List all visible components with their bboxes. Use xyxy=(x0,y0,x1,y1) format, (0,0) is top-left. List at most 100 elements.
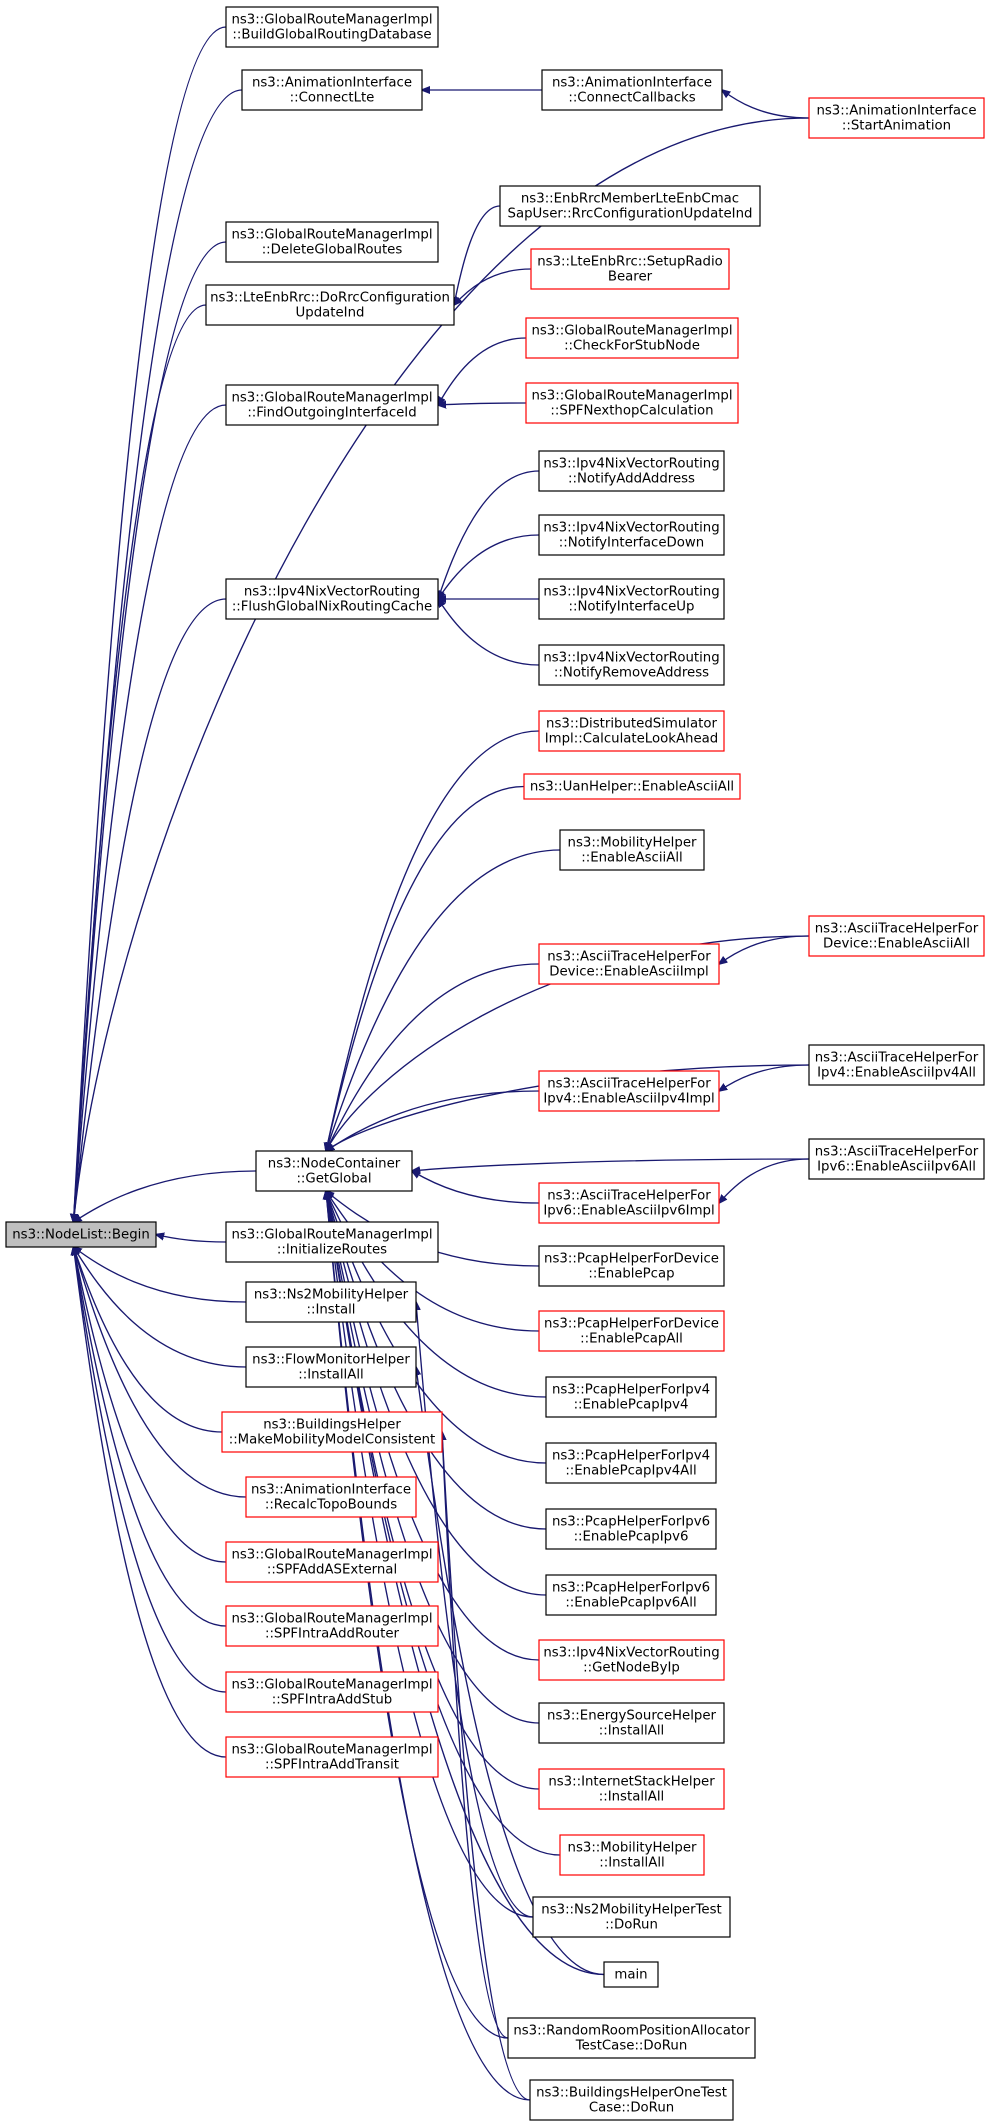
function-node[interactable]: ns3::EnergySourceHelper::InstallAll xyxy=(538,1702,725,1744)
function-node[interactable]: ns3::InternetStackHelper::InstallAll xyxy=(538,1768,725,1810)
function-node[interactable]: ns3::LteEnbRrc::DoRrcConfigurationUpdate… xyxy=(205,284,455,326)
node-box xyxy=(538,450,725,492)
call-edge xyxy=(74,1247,247,1303)
function-node[interactable]: ns3::AnimationInterface::ConnectLte xyxy=(241,69,423,111)
call-edge xyxy=(326,1090,540,1151)
call-edge xyxy=(74,1247,227,1627)
call-edge xyxy=(438,534,540,599)
node-label: Ipv4::EnableAsciiIpv4Impl xyxy=(543,1092,714,1107)
function-node[interactable]: ns3::AsciiTraceHelperForIpv4::EnableAsci… xyxy=(808,1044,985,1086)
function-node[interactable]: ns3::AsciiTraceHelperForDevice::EnableAs… xyxy=(808,915,985,957)
node-label: ns3::FlowMonitorHelper xyxy=(252,1353,410,1368)
function-node[interactable]: ns3::GlobalRouteManagerImpl::SPFIntraAdd… xyxy=(225,1605,439,1647)
node-label: ::DeleteGlobalRoutes xyxy=(262,243,403,258)
function-node[interactable]: ns3::GlobalRouteManagerImpl::CheckForStu… xyxy=(525,317,739,359)
function-node[interactable]: ns3::Ipv4NixVectorRouting::NotifyRemoveA… xyxy=(538,644,725,686)
function-node[interactable]: ns3::Ipv4NixVectorRouting::NotifyAddAddr… xyxy=(538,450,725,492)
call-edge xyxy=(326,1064,810,1151)
function-node[interactable]: ns3::PcapHelperForIpv4::EnablePcapIpv4 xyxy=(545,1376,717,1418)
node-label: ns3::AnimationInterface xyxy=(252,76,412,91)
node-label: ns3::RandomRoomPositionAllocator xyxy=(513,2024,750,2039)
function-node[interactable]: ns3::AsciiTraceHelperForIpv6::EnableAsci… xyxy=(538,1182,720,1224)
function-node[interactable]: ns3::UanHelper::EnableAsciiAll xyxy=(523,773,741,800)
node-label: ns3::GlobalRouteManagerImpl xyxy=(231,228,432,243)
node-label: ns3::GlobalRouteManagerImpl xyxy=(231,13,432,28)
node-label: ns3::GlobalRouteManagerImpl xyxy=(531,324,732,339)
node-label: ::EnableAsciiAll xyxy=(581,851,682,866)
node-label: ::Install xyxy=(307,1303,356,1318)
function-node[interactable]: ns3::AsciiTraceHelperForDevice::EnableAs… xyxy=(538,943,720,985)
call-edge xyxy=(156,1235,227,1243)
call-edge xyxy=(326,963,540,1151)
node-label: ns3::PcapHelperForIpv4 xyxy=(552,1449,710,1464)
node-label: ::ConnectLte xyxy=(290,91,375,106)
function-node[interactable]: ns3::EnbRrcMemberLteEnbCmacSapUser::RrcC… xyxy=(499,185,761,227)
node-label: ns3::NodeList::Begin xyxy=(12,1228,150,1243)
function-node[interactable]: ns3::GlobalRouteManagerImpl::DeleteGloba… xyxy=(225,221,439,263)
node-label: ns3::Ns2MobilityHelper xyxy=(254,1288,409,1303)
node-label: ns3::BuildingsHelper xyxy=(263,1418,401,1433)
node-box xyxy=(538,1702,725,1744)
function-node[interactable]: ns3::NodeContainer::GetGlobal xyxy=(255,1150,413,1192)
function-node[interactable]: ns3::GlobalRouteManagerImpl::SPFNexthopC… xyxy=(525,382,739,424)
function-node[interactable]: ns3::PcapHelperForDevice::EnablePcap xyxy=(538,1245,725,1287)
function-node[interactable]: ns3::PcapHelperForDevice::EnablePcapAll xyxy=(538,1310,725,1352)
function-node[interactable]: ns3::GlobalRouteManagerImpl::InitializeR… xyxy=(225,1221,439,1263)
node-label: ns3::GlobalRouteManagerImpl xyxy=(231,1678,432,1693)
node-box xyxy=(532,1896,731,1938)
function-node[interactable]: ns3::PcapHelperForIpv4::EnablePcapIpv4Al… xyxy=(545,1442,717,1484)
node-box xyxy=(225,578,439,620)
node-box xyxy=(538,514,725,556)
function-node[interactable]: ns3::AnimationInterface::StartAnimation xyxy=(808,97,985,139)
node-label: ns3::MobilityHelper xyxy=(568,1841,697,1856)
node-label: ::EnablePcapIpv4 xyxy=(574,1398,689,1413)
function-node[interactable]: ns3::RandomRoomPositionAllocatorTestCase… xyxy=(507,2017,756,2059)
function-node[interactable]: ns3::AnimationInterface::ConnectCallback… xyxy=(541,69,723,111)
call-edge xyxy=(74,1247,247,1498)
node-box xyxy=(245,1346,417,1388)
function-node[interactable]: ns3::Ns2MobilityHelper::Install xyxy=(245,1281,417,1323)
call-edge xyxy=(74,26,227,1222)
node-label: ::NotifyAddAddress xyxy=(568,472,695,487)
function-node[interactable]: ns3::PcapHelperForIpv6::EnablePcapIpv6 xyxy=(545,1508,717,1550)
function-node[interactable]: ns3::GlobalRouteManagerImpl::SPFIntraAdd… xyxy=(225,1736,439,1778)
function-node[interactable]: ns3::GlobalRouteManagerImpl::SPFIntraAdd… xyxy=(225,1671,439,1713)
function-node[interactable]: main xyxy=(603,1961,659,1988)
node-label: Ipv6::EnableAsciiIpv6Impl xyxy=(543,1204,714,1219)
function-node[interactable]: ns3::AsciiTraceHelperForIpv6::EnableAsci… xyxy=(808,1138,985,1180)
function-node[interactable]: ns3::MobilityHelper::InstallAll xyxy=(559,1834,705,1876)
call-edge xyxy=(326,785,525,1152)
node-label: main xyxy=(614,1968,647,1983)
function-node[interactable]: ns3::BuildingsHelper::MakeMobilityModelC… xyxy=(221,1411,443,1453)
node-box xyxy=(523,773,741,800)
node-label: ::EnablePcapIpv6All xyxy=(565,1596,696,1611)
function-node[interactable]: ns3::AnimationInterface::RecalcTopoBound… xyxy=(245,1476,417,1518)
function-node[interactable]: ns3::GlobalRouteManagerImpl::FindOutgoin… xyxy=(225,384,439,426)
function-node[interactable]: ns3::PcapHelperForIpv6::EnablePcapIpv6Al… xyxy=(545,1574,717,1616)
function-node[interactable]: ns3::FlowMonitorHelper::InstallAll xyxy=(245,1346,417,1388)
function-node[interactable]: ns3::GlobalRouteManagerImpl::BuildGlobal… xyxy=(225,6,439,48)
node-box xyxy=(225,1736,439,1778)
node-box xyxy=(529,2079,734,2121)
node-label: ns3::NodeContainer xyxy=(268,1157,401,1172)
function-node[interactable]: ns3::GlobalRouteManagerImpl::SPFAddASExt… xyxy=(225,1541,439,1583)
call-edge xyxy=(438,337,527,405)
node-label: Bearer xyxy=(608,270,653,285)
node-label: ns3::DistributedSimulator xyxy=(546,717,717,732)
nodes-layer: ns3::NodeList::Beginns3::GlobalRouteMana… xyxy=(5,6,985,2121)
call-edge xyxy=(74,598,227,1222)
function-node[interactable]: ns3::DistributedSimulatorImpl::Calculate… xyxy=(538,710,725,752)
function-node[interactable]: ns3::Ipv4NixVectorRouting::GetNodeByIp xyxy=(538,1639,725,1681)
call-edge xyxy=(442,1432,509,2039)
function-node[interactable]: ns3::Ns2MobilityHelperTest::DoRun xyxy=(532,1896,731,1938)
function-node[interactable]: ns3::Ipv4NixVectorRouting::NotifyInterfa… xyxy=(538,514,725,556)
function-node[interactable]: ns3::MobilityHelper::EnableAsciiAll xyxy=(559,829,705,871)
node-label: ns3::PcapHelperForIpv6 xyxy=(552,1515,710,1530)
function-node[interactable]: ns3::Ipv4NixVectorRouting::FlushGlobalNi… xyxy=(225,578,439,620)
function-node[interactable]: ns3::Ipv4NixVectorRouting::NotifyInterfa… xyxy=(538,578,725,620)
node-label: ::MakeMobilityModelConsistent xyxy=(229,1433,436,1448)
function-node[interactable]: ns3::AsciiTraceHelperForIpv4::EnableAsci… xyxy=(538,1070,720,1112)
node-box xyxy=(507,2017,756,2059)
